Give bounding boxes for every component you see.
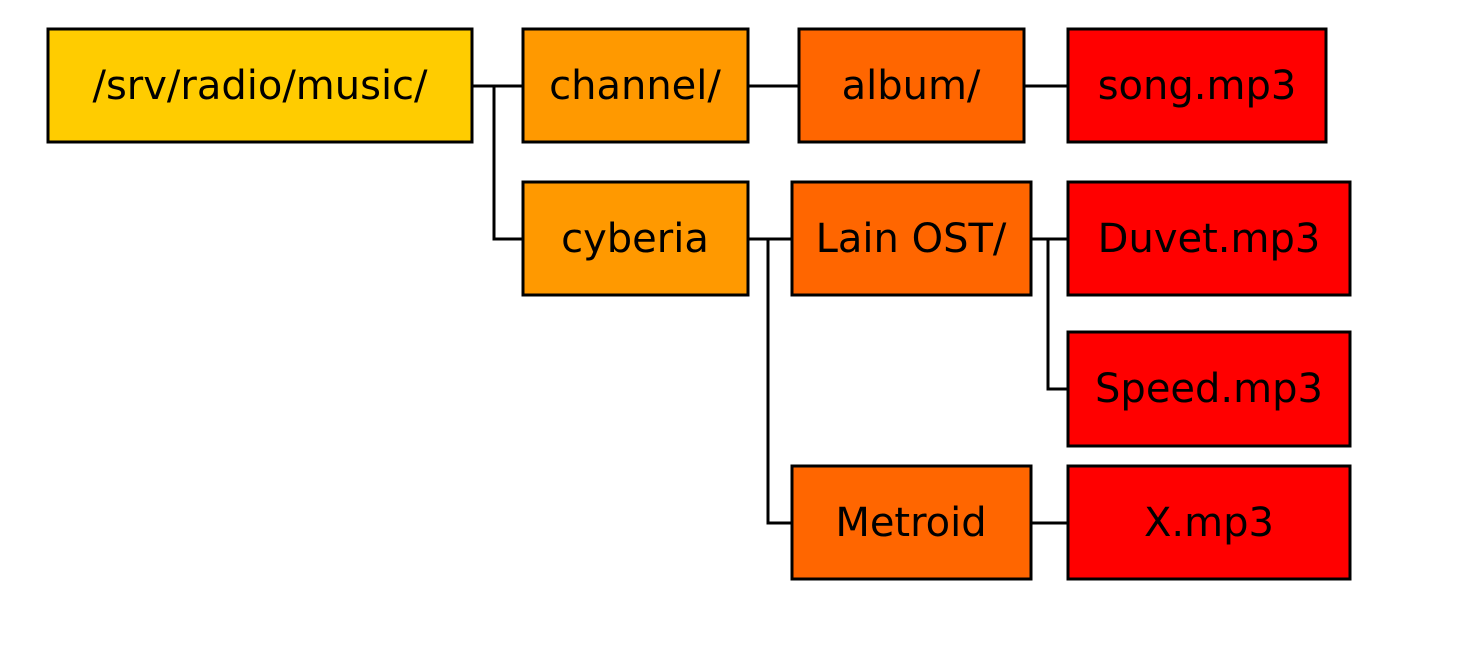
node-lain-ost-box bbox=[790, 180, 1033, 297]
node-channel-box bbox=[521, 27, 750, 144]
node-x-mp3[interactable]: X.mp3 bbox=[1066, 464, 1352, 581]
node-speed-mp3-label: Speed.mp3 bbox=[1095, 366, 1323, 412]
node-x-mp3-label: X.mp3 bbox=[1144, 500, 1274, 546]
node-album-label: album/ bbox=[842, 63, 981, 109]
node-lain-ost-label: Lain OST/ bbox=[816, 216, 1007, 262]
connector-root-cyberia bbox=[492, 86, 523, 241]
node-speed-mp3[interactable]: Speed.mp3 bbox=[1066, 330, 1352, 448]
node-cyberia-label: cyberia bbox=[561, 216, 709, 262]
node-lain-ost[interactable]: Lain OST/ bbox=[790, 180, 1033, 297]
node-metroid[interactable]: Metroid bbox=[790, 464, 1033, 581]
node-duvet-mp3-box bbox=[1066, 180, 1352, 297]
node-song-mp3[interactable]: song.mp3 bbox=[1066, 27, 1328, 144]
connector-cyberia-metroid bbox=[766, 239, 792, 525]
node-cyberia[interactable]: cyberia bbox=[521, 180, 750, 297]
node-x-mp3-box bbox=[1066, 464, 1352, 581]
node-root-box bbox=[46, 27, 474, 144]
node-song-mp3-box bbox=[1066, 27, 1328, 144]
node-channel-label: channel/ bbox=[549, 63, 721, 109]
node-speed-mp3-box bbox=[1066, 330, 1352, 448]
node-root[interactable]: /srv/radio/music/ bbox=[46, 27, 474, 144]
node-song-mp3-label: song.mp3 bbox=[1098, 63, 1297, 109]
node-album[interactable]: album/ bbox=[797, 27, 1026, 144]
node-duvet-mp3[interactable]: Duvet.mp3 bbox=[1066, 180, 1352, 297]
node-cyberia-box bbox=[521, 180, 750, 297]
node-duvet-mp3-label: Duvet.mp3 bbox=[1098, 216, 1321, 262]
connector-lain-ost-speed bbox=[1046, 239, 1068, 391]
node-channel[interactable]: channel/ bbox=[521, 27, 750, 144]
node-metroid-label: Metroid bbox=[835, 500, 986, 546]
node-root-label: /srv/radio/music/ bbox=[92, 63, 428, 109]
node-metroid-box bbox=[790, 464, 1033, 581]
node-album-box bbox=[797, 27, 1026, 144]
connectors bbox=[472, 84, 1068, 525]
